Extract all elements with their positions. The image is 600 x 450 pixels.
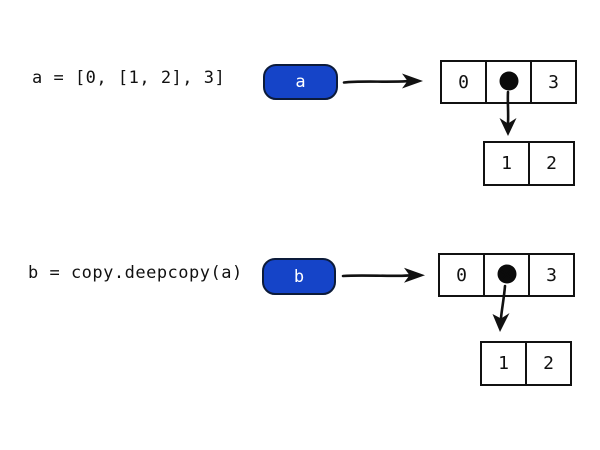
list-box-b: 0 3	[438, 253, 575, 297]
list-cell: 2	[528, 143, 573, 184]
arrow-down-icon	[492, 284, 510, 332]
arrow-right-icon	[341, 267, 425, 283]
inner-list-box-a: 1 2	[483, 141, 575, 186]
list-cell: 0	[442, 62, 485, 102]
cell-value: 2	[543, 353, 554, 374]
list-cell: 1	[485, 143, 528, 184]
variable-label-a: a	[295, 72, 306, 92]
list-cell: 0	[440, 255, 483, 295]
cell-value: 0	[458, 71, 469, 93]
reference-dot-icon	[497, 264, 516, 284]
code-line-b: b = copy.deepcopy(a)	[28, 263, 243, 283]
cell-value: 1	[501, 153, 512, 174]
list-cell: 3	[530, 62, 575, 102]
cell-value: 3	[546, 264, 557, 286]
cell-value: 2	[546, 153, 557, 174]
reference-dot-icon	[499, 71, 518, 91]
cell-value: 0	[456, 264, 467, 286]
code-line-a: a = [0, [1, 2], 3]	[32, 68, 226, 88]
arrow-down-icon	[499, 90, 517, 136]
variable-box-b: b	[262, 258, 336, 295]
list-cell: 3	[528, 255, 573, 295]
list-cell-pointer	[485, 62, 530, 102]
variable-label-b: b	[293, 266, 305, 287]
list-cell: 1	[482, 343, 525, 384]
cell-value: 3	[548, 71, 559, 93]
inner-list-box-b: 1 2	[480, 341, 572, 386]
arrow-right-icon	[342, 73, 423, 89]
list-cell-pointer	[483, 255, 528, 295]
cell-value: 1	[498, 353, 509, 374]
variable-box-a: a	[263, 64, 338, 100]
list-cell: 2	[525, 343, 570, 384]
